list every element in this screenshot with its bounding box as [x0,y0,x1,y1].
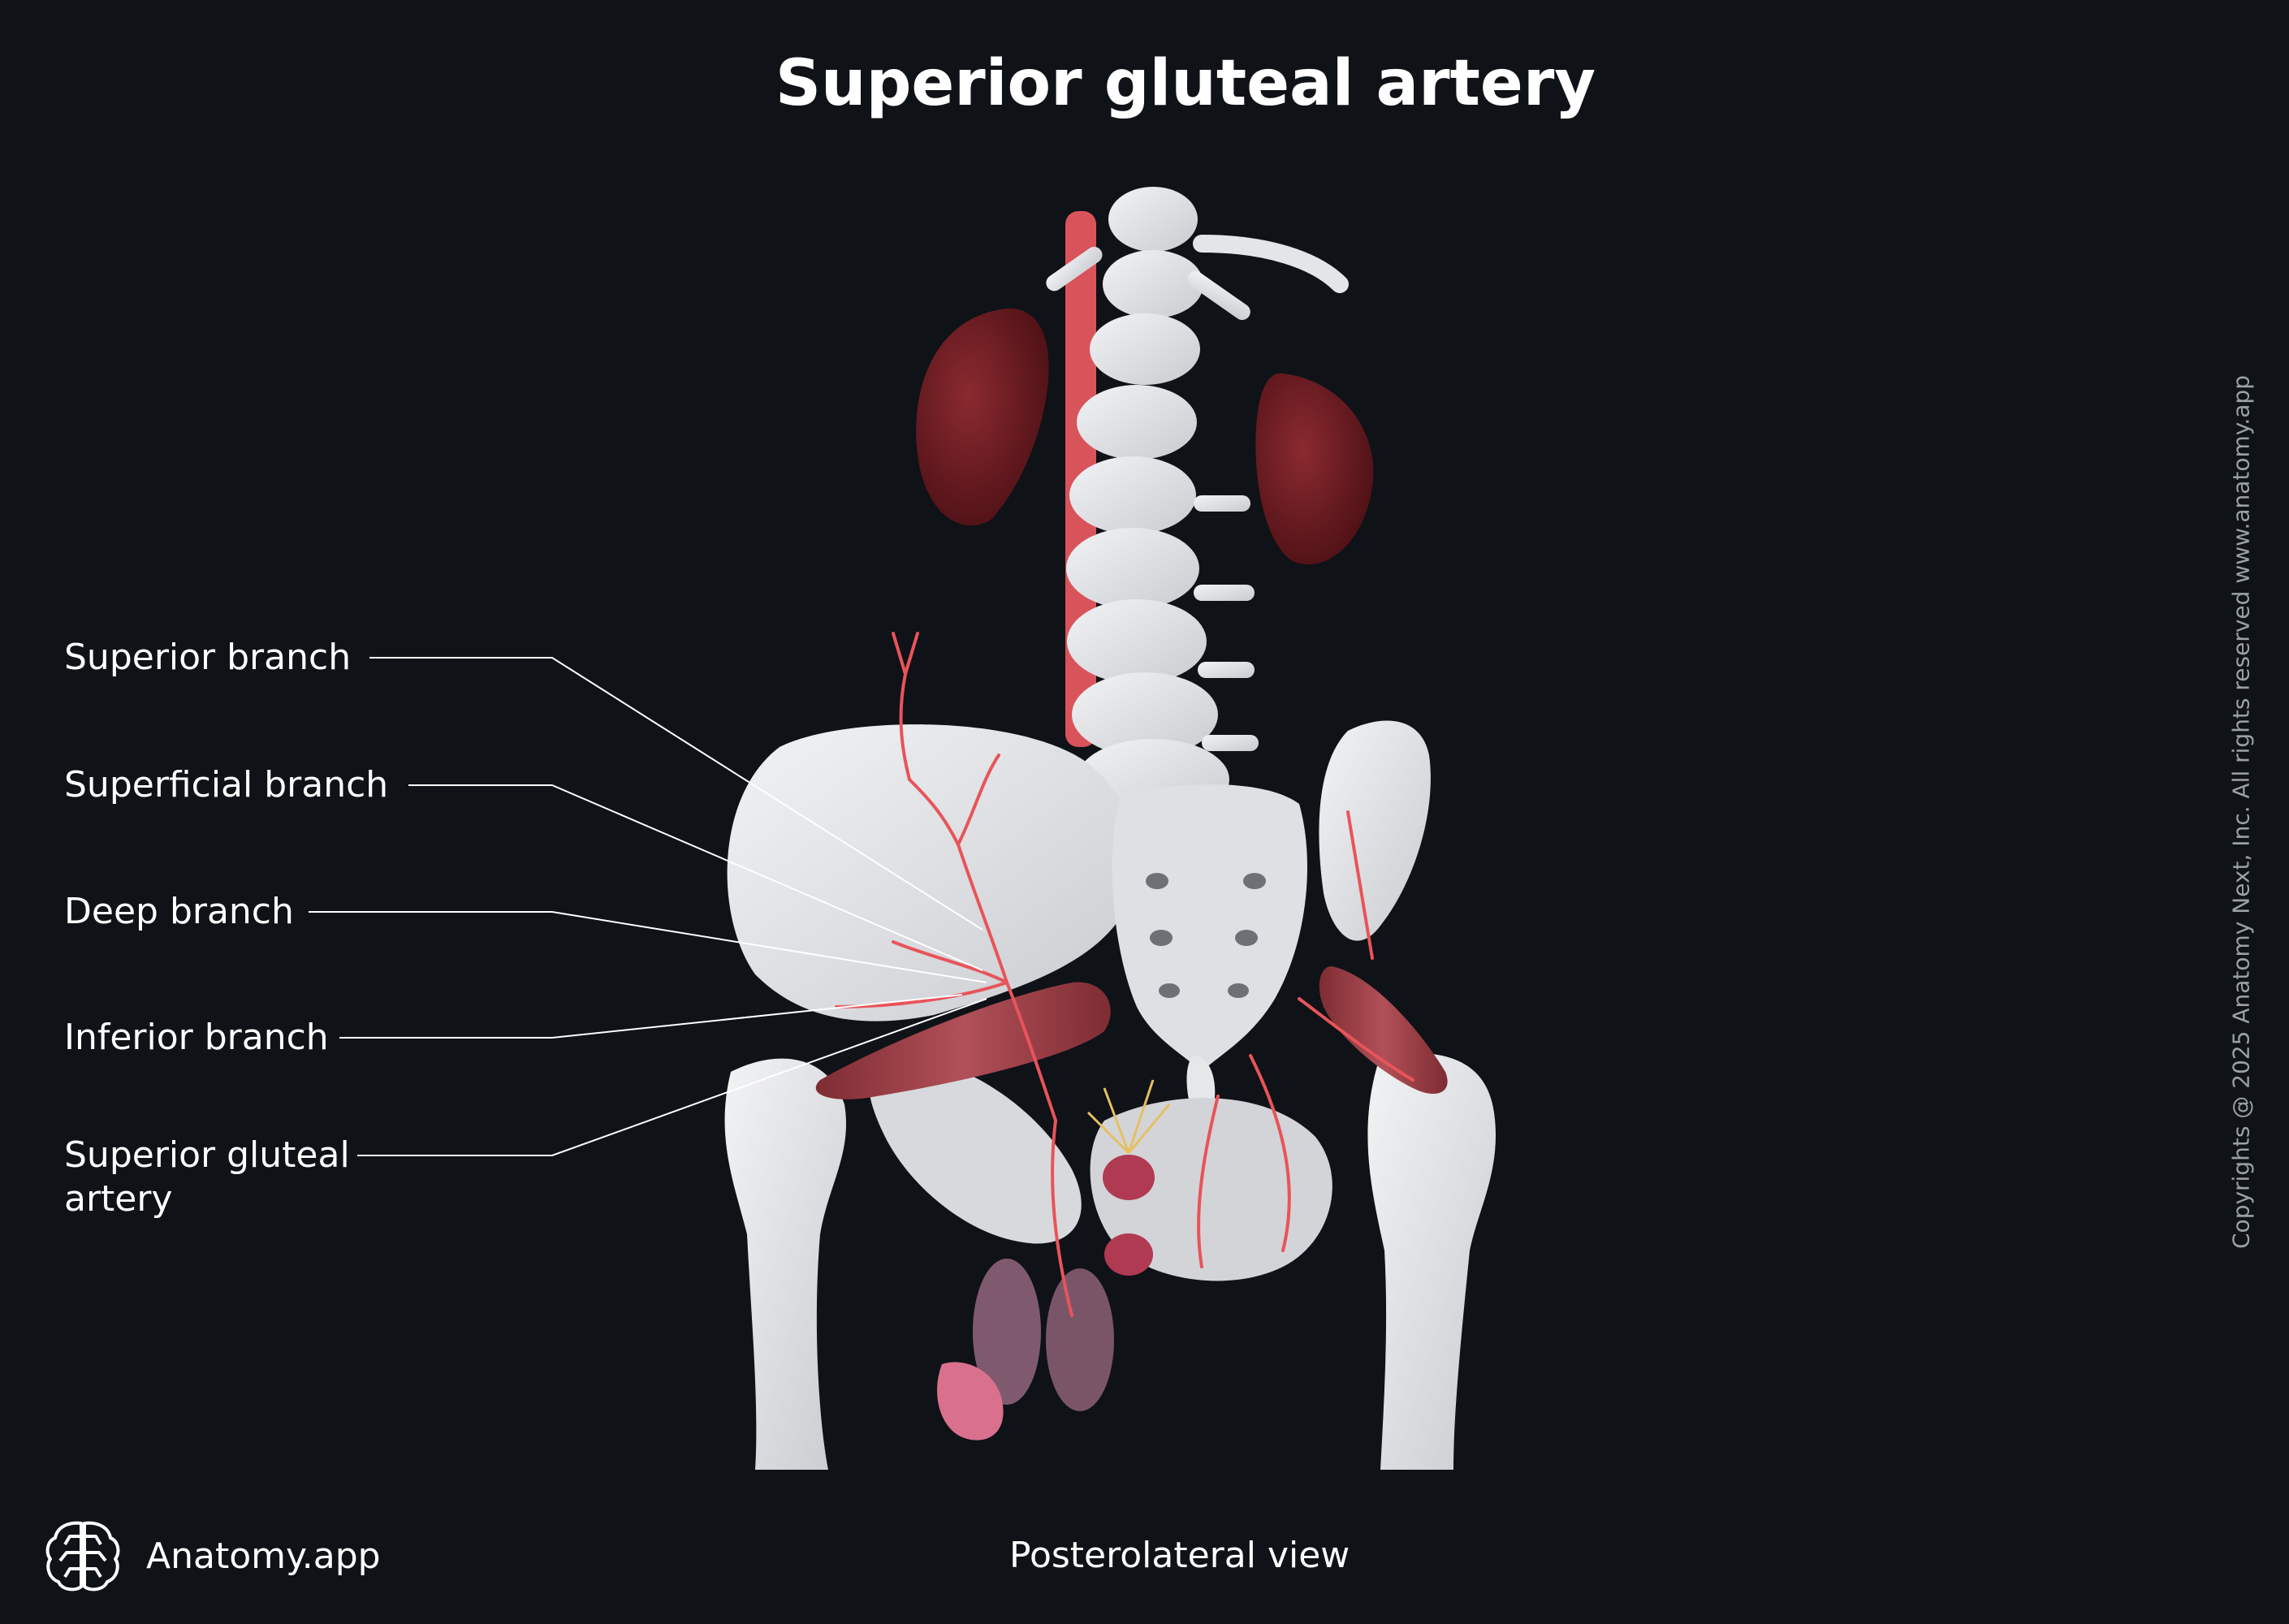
copyright-notice: Copyrights @ 2025 Anatomy Next, Inc. All… [2227,375,2255,1249]
view-caption: Posterolateral view [1009,1535,1350,1576]
pelvic-organ-1 [1103,1155,1155,1200]
brand[interactable]: Anatomy.app [42,1517,381,1595]
left-ilium [727,724,1138,1021]
label-superior-branch: Superior branch [64,637,352,678]
lumbar-spine [1046,187,1349,820]
left-kidney [916,308,1049,526]
label-superior-gluteal-artery-line2: artery [64,1178,173,1220]
organ-3 [973,1259,1041,1405]
leader-deep-branch [309,911,987,983]
brain-icon [45,1521,120,1592]
organ-5 [937,1362,1004,1440]
sacral-foramina [1146,873,1266,998]
left-femur [724,1058,847,1470]
leader-superficial-branch [408,784,983,971]
brand-name: Anatomy.app [146,1535,381,1577]
leader-lines [309,657,987,1156]
label-inferior-branch: Inferior branch [64,1017,329,1058]
right-femur [1367,1052,1496,1470]
label-deep-branch: Deep branch [64,891,294,932]
page-title: Superior gluteal artery [775,47,1596,120]
sacrum [1112,784,1307,1072]
label-superior-gluteal-artery-line1: Superior gluteal [64,1134,350,1176]
right-kidney [1255,373,1374,565]
leader-superior-branch [369,657,983,931]
pelvic-organ-2 [1104,1233,1153,1276]
nerve-plexus [1086,1079,1171,1155]
pubic-ring [1090,1098,1332,1281]
right-ilium [1319,720,1431,941]
label-superficial-branch: Superficial branch [64,764,389,806]
label-superior-gluteal-artery: Superior gluteal artery [64,1134,350,1221]
left-gluteal-muscle [815,982,1111,1099]
organ-4 [1046,1268,1114,1411]
artery-network [835,632,1414,1317]
right-gluteal-muscle [1319,966,1448,1095]
ischium [868,1054,1082,1244]
leader-superior-gluteal-artery [357,998,987,1156]
leader-inferior-branch [339,994,963,1039]
